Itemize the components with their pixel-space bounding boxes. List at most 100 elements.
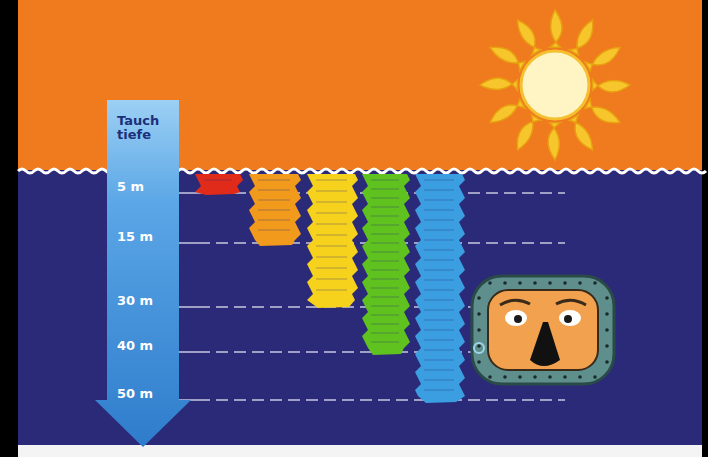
depth-line [177,351,198,353]
rivet [563,281,567,285]
band-stroke [316,235,347,236]
band-stroke [424,180,454,181]
band-stroke [424,310,454,311]
color-band [362,174,410,355]
band-stroke [371,288,399,289]
band-stroke [371,342,399,343]
color-bands [195,174,465,403]
sun-ray [569,20,593,55]
band-stroke [424,200,454,201]
band-stroke [371,234,399,235]
rivet [605,296,609,300]
band-stroke [316,213,347,214]
sun-ray [550,10,562,47]
rivet [548,375,552,379]
rivet [578,281,582,285]
bottom-margin [18,445,702,457]
band-stroke [258,190,290,191]
band-stroke [424,250,454,251]
sun [521,51,589,119]
sun-ray [585,48,620,71]
rivet [503,281,507,285]
band-stroke [424,290,454,291]
color-band [195,174,243,195]
rivet [533,281,537,285]
band-stroke [371,198,399,199]
rivet [477,344,481,348]
band-stroke [371,297,399,298]
rivet [593,281,597,285]
band-stroke [258,180,290,181]
depth-label: 5 m [117,179,144,194]
band-stroke [424,350,454,351]
rivet [477,328,481,332]
band-stroke [424,280,454,281]
band-stroke [371,207,399,208]
band-stroke [424,360,454,361]
band-stroke [316,279,347,280]
rivet [605,344,609,348]
band-stroke [316,246,347,247]
rivet [488,281,492,285]
band-stroke [316,224,347,225]
band-stroke [424,370,454,371]
rivet [533,375,537,379]
sun-ray [569,115,592,150]
band-stroke [316,191,347,192]
depth-line [177,306,198,308]
band-stroke [316,202,347,203]
band-stroke [424,240,454,241]
band-stroke [316,257,347,258]
band-stroke [258,200,290,201]
band-stroke [371,252,399,253]
band-stroke [424,340,454,341]
axis-title: Tauch tiefe [117,114,167,141]
band-stroke [424,330,454,331]
band-stroke [424,390,454,391]
band-stroke [371,306,399,307]
sun-ray [490,47,525,71]
diver-mask [472,276,614,384]
rivet [503,375,507,379]
rivet [548,281,552,285]
band-stroke [371,315,399,316]
band-stroke [371,180,399,181]
band-stroke [424,210,454,211]
band-stroke [371,189,399,190]
band-stroke [424,300,454,301]
arrow-body [95,100,191,447]
band-stroke [424,190,454,191]
band-stroke [424,270,454,271]
band-stroke [424,220,454,221]
rivet [477,296,481,300]
band-stroke [424,380,454,381]
sun-ray [548,123,560,160]
rivet [578,375,582,379]
rivet [477,312,481,316]
band-stroke [316,290,347,291]
depth-label: 50 m [117,386,153,401]
band-stroke [424,260,454,261]
rivet [518,375,522,379]
band-stroke [424,230,454,231]
rivet [605,360,609,364]
sun-ray [517,115,541,150]
band-stroke [371,270,399,271]
sun-ray [585,99,620,123]
depth-line [177,242,198,244]
band-stroke [258,210,290,211]
band-stroke [371,216,399,217]
sun-ray [518,20,541,55]
depth-line [177,192,198,194]
rivet [593,375,597,379]
depth-arrow: Tauch tiefe5 m15 m30 m40 m50 m [95,100,191,447]
band-stroke [371,261,399,262]
rivet [518,281,522,285]
band-stroke [258,230,290,231]
sun-ray [490,99,525,122]
depth-label: 15 m [117,229,153,244]
rivet [605,328,609,332]
sun-ray [480,78,517,90]
